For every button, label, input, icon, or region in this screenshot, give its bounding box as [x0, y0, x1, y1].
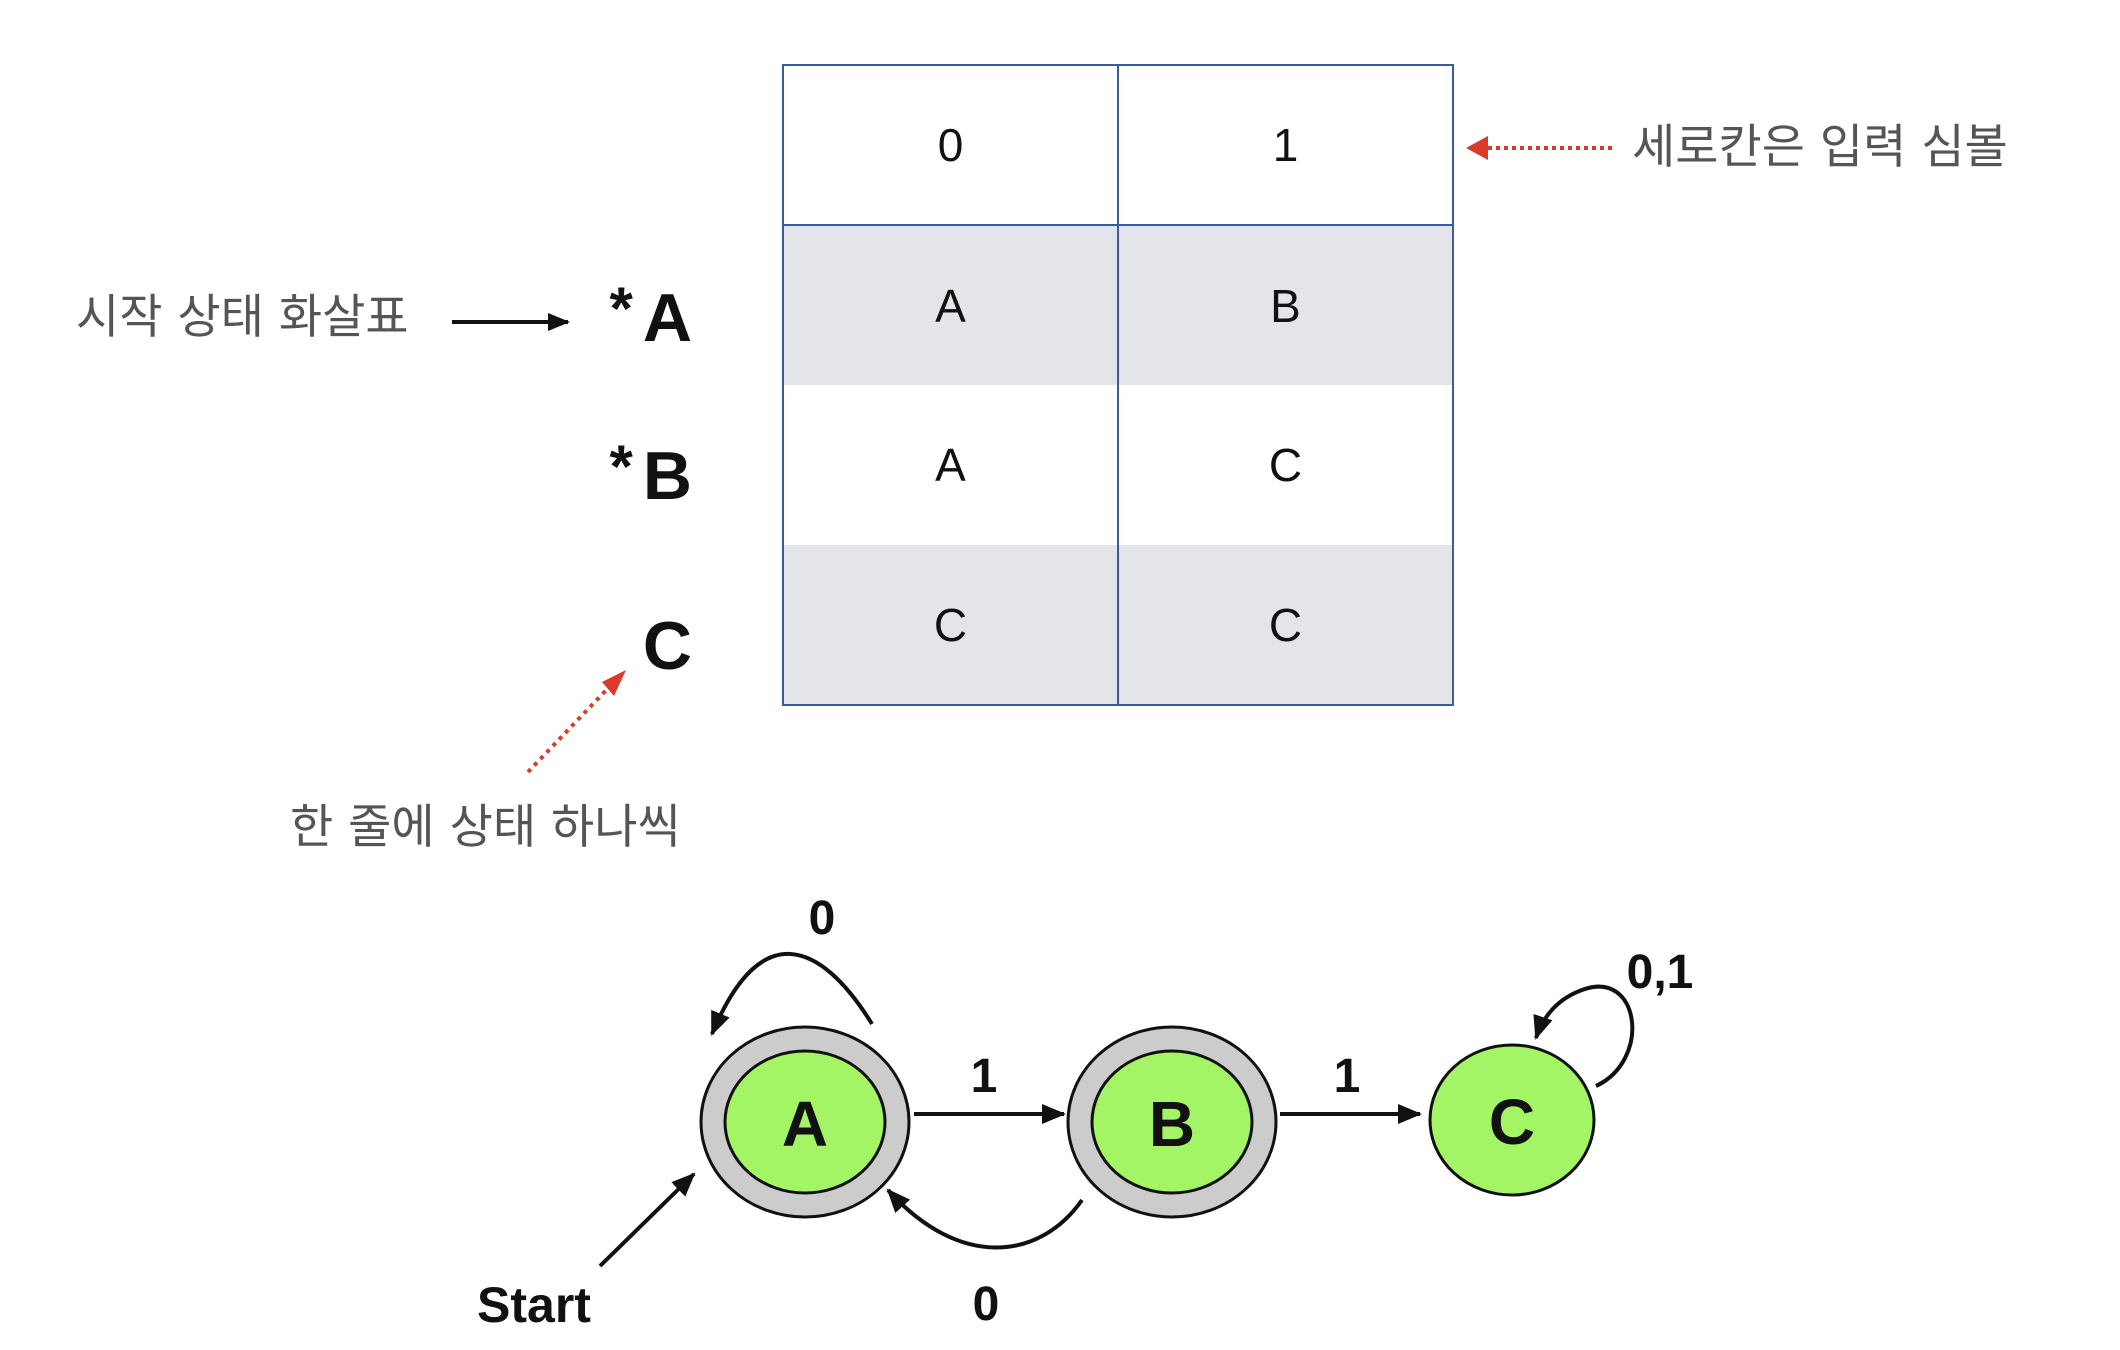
transition-A-B-label: 1 — [971, 1050, 998, 1103]
transition-B-A-label: 0 — [973, 1278, 1000, 1331]
transition-C-C-arrow — [1533, 984, 1635, 1088]
one-state-per-row-arrow — [526, 682, 614, 774]
cell-B-0: A — [782, 385, 1119, 545]
column-header-1: 1 — [1117, 64, 1454, 226]
state-C: C — [1428, 1043, 1596, 1197]
state-C-circle — [1428, 1043, 1596, 1197]
row-label-B: *B — [609, 433, 692, 514]
state-B-label: B — [1149, 1088, 1195, 1160]
state-C-label: C — [1489, 1086, 1535, 1158]
state-A-circle — [723, 1049, 887, 1195]
state-B: B — [1066, 1025, 1278, 1219]
transition-C-C-label: 0,1 — [1627, 946, 1694, 999]
cell-C-0: C — [782, 545, 1119, 706]
one-state-per-row-annotation: 한 줄에 상태 하나씩 — [290, 800, 681, 855]
transition-table: 0 1 A B A C C C — [782, 64, 1454, 706]
transition-A-A-label: 0 — [809, 892, 836, 945]
cell-A-1: B — [1117, 225, 1454, 385]
start-arrow — [598, 1172, 696, 1268]
cell-B-1: C — [1117, 385, 1454, 545]
state-A-label: A — [782, 1088, 828, 1160]
start-arrow-annotation: 시작 상태 화살표 — [76, 290, 409, 345]
cell-A-0: A — [782, 225, 1119, 385]
input-symbols-annotation: 세로칸은 입력 심볼 — [1632, 120, 2008, 175]
transition-B-A-arrow — [886, 1188, 1084, 1250]
cell-C-1: C — [1117, 545, 1454, 706]
row-label-A: *A — [609, 275, 692, 356]
input-symbols-arrowhead — [1466, 136, 1488, 160]
column-header-0: 0 — [782, 64, 1119, 226]
row-label-C: C — [642, 608, 692, 684]
start-label: Start — [477, 1277, 591, 1333]
transition-B-C-label: 1 — [1334, 1050, 1361, 1103]
one-state-per-row-arrowhead — [602, 670, 626, 696]
state-A: A — [699, 1025, 911, 1219]
transition-A-A-arrow — [710, 951, 874, 1036]
state-B-circle — [1090, 1049, 1254, 1195]
